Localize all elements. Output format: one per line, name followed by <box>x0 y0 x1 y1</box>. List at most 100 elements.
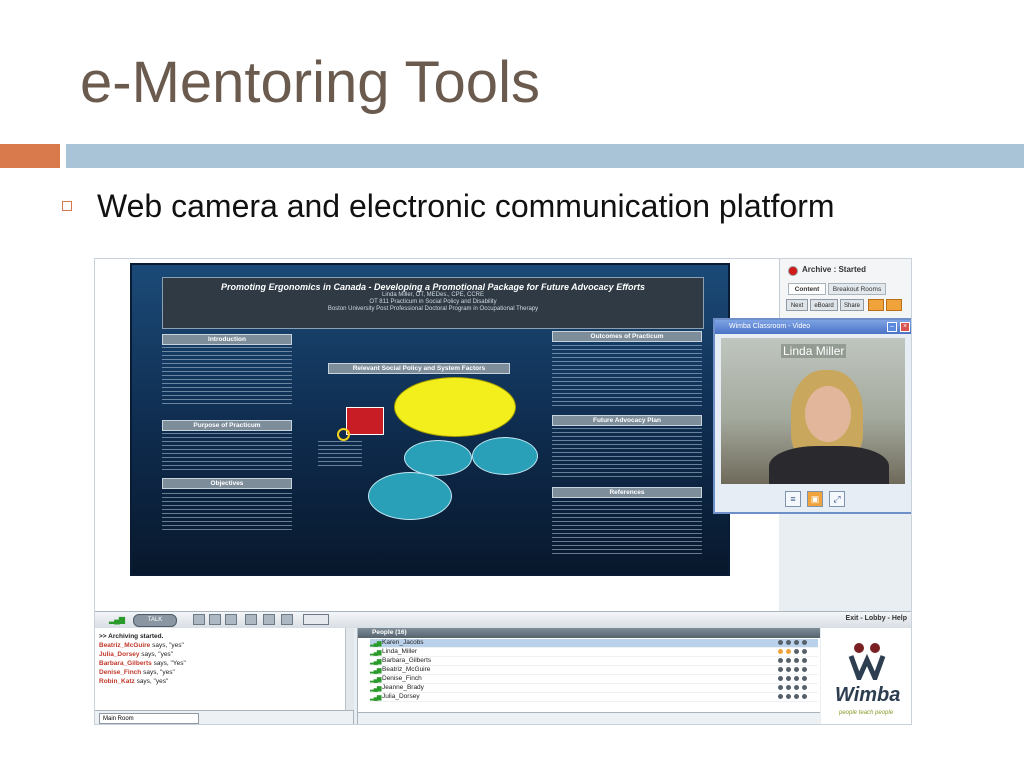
poster-heading-future: Future Advocacy Plan <box>552 415 702 426</box>
poster-bubble-left <box>404 440 472 476</box>
close-icon[interactable]: × <box>900 322 910 332</box>
present-button[interactable] <box>868 299 884 311</box>
participant-status-icons <box>778 649 818 655</box>
video-window-title: Wimba Classroom - Video <box>729 323 811 330</box>
chat-message: Barbara_Gilberts says, "Yes" <box>99 660 186 667</box>
participant-row[interactable]: ▂▄▆ Jeanne_Brady <box>370 684 818 693</box>
chat-status: >> Archiving started. <box>99 633 164 640</box>
video-titlebar[interactable]: Wimba Classroom - Video <box>715 320 911 334</box>
tab-content[interactable]: Content <box>788 283 826 295</box>
bullet-text: Web camera and electronic communication … <box>97 188 835 224</box>
participant-status-icons <box>778 667 818 673</box>
poster-slide: Promoting Ergonomics in Canada - Develop… <box>130 263 730 576</box>
talk-button[interactable]: TALK <box>133 614 177 627</box>
participant-status-icons <box>778 694 818 700</box>
chat-scrollbar[interactable] <box>345 628 354 710</box>
presenter-face <box>805 386 851 442</box>
chat-messages: >> Archiving started. Beatriz_McGuire sa… <box>99 632 186 686</box>
participant-row[interactable]: ▂▄▆ Karen_Jacobs <box>370 639 818 648</box>
poster-references-text <box>552 501 702 555</box>
accent-bar-right <box>66 144 1024 168</box>
people-count: People (16) <box>372 629 407 636</box>
signal-icon: ▂▄▆ <box>370 650 382 656</box>
record-icon[interactable] <box>788 266 798 276</box>
people-toolbar <box>358 712 820 724</box>
chat-input-row: Main Room <box>95 710 353 724</box>
poster-course: OT 811 Practicum in Social Policy and Di… <box>369 299 497 305</box>
poster-author: Linda Miller, OT, MEDes., CPE, CCRE <box>381 292 485 298</box>
poster-banner: Promoting Ergonomics in Canada - Develop… <box>162 277 704 329</box>
tab-breakout-rooms[interactable]: Breakout Rooms <box>828 283 886 295</box>
poster-heading-purpose: Purpose of Practicum <box>162 420 292 431</box>
video-camera-icon[interactable] <box>245 614 257 625</box>
eboard-button[interactable]: eBoard <box>810 299 838 311</box>
room-select[interactable]: Main Room <box>99 713 199 724</box>
archive-status: Archive : Started <box>802 265 867 274</box>
participant-row[interactable]: ▂▄▆ Denise_Finch <box>370 675 818 684</box>
signal-icon: ▂▄▆ <box>370 659 382 665</box>
participant-status-icons <box>778 640 818 646</box>
list-icon[interactable]: ≡ <box>785 491 801 507</box>
poster-introduction-text <box>162 347 292 407</box>
video-window[interactable]: Wimba Classroom - Video – × Linda Miller… <box>713 318 911 514</box>
audio-level-icon: ▂▄▆ <box>109 615 125 624</box>
slide-title: e-Mentoring Tools <box>80 50 540 115</box>
poster-yellow-ring <box>337 428 350 441</box>
participant-row[interactable]: ▂▄▆ Barbara_Gilberts <box>370 657 818 666</box>
settings-icon[interactable] <box>281 614 293 625</box>
signal-icon: ▂▄▆ <box>370 677 382 683</box>
poster-heading-outcomes: Outcomes of Practicum <box>552 331 702 342</box>
poster-objectives-text <box>162 493 292 531</box>
poster-future-text <box>552 428 702 480</box>
signal-icon: ▂▄▆ <box>370 668 382 674</box>
people-panel: People (16) ▂▄▆ Karen_Jacobs ▂▄▆ Linda_M… <box>357 628 820 724</box>
participant-row[interactable]: ▂▄▆ Beatriz_McGuire <box>370 666 818 675</box>
bullet-square-icon <box>62 201 72 211</box>
poster-outcomes-text <box>552 345 702 409</box>
webcam-video: Linda Miller <box>721 338 905 484</box>
presenter-body <box>769 446 889 484</box>
wimba-logo: Wimba people teach people <box>821 628 911 724</box>
poster-heading-introduction: Introduction <box>162 334 292 345</box>
minimize-icon[interactable]: – <box>887 322 897 332</box>
poster-heading-policy: Relevant Social Policy and System Factor… <box>328 363 510 374</box>
chat-panel: >> Archiving started. Beatriz_McGuire sa… <box>95 628 354 724</box>
fullscreen-icon[interactable]: ⤢ <box>829 491 845 507</box>
signal-icon: ▂▄▆ <box>370 641 382 647</box>
signal-icon: ▂▄▆ <box>370 686 382 692</box>
wimba-classroom-screenshot: Promoting Ergonomics in Canada - Develop… <box>94 258 912 725</box>
highlight-button[interactable] <box>886 299 902 311</box>
poster-bubble-right <box>472 437 538 475</box>
chat-message: Beatriz_McGuire says, "yes" <box>99 642 184 649</box>
archive-toolbar: Archive : Started Content Breakout Rooms… <box>779 259 911 319</box>
chat-message: Robin_Katz says, "yes" <box>99 678 169 685</box>
whiteboard-icon[interactable] <box>225 614 237 625</box>
wimba-tagline: people teach people <box>839 710 894 716</box>
hand-raise-icon[interactable] <box>193 614 205 625</box>
poster-bubble-bottom <box>368 472 452 520</box>
next-button[interactable]: Next <box>786 299 808 311</box>
poster-cloud-diagram <box>394 377 516 437</box>
participant-row[interactable]: ▂▄▆ Julia_Dorsey <box>370 693 818 702</box>
wimba-wordmark: Wimba <box>835 684 901 706</box>
poster-red-box <box>346 407 384 435</box>
accent-bar-left <box>0 144 60 168</box>
sidebar-toggle[interactable] <box>303 614 329 625</box>
exit-lobby-help-nav[interactable]: Exit - Lobby - Help <box>845 615 907 622</box>
chat-message: Denise_Finch says, "yes" <box>99 669 175 676</box>
text-chat-icon[interactable] <box>209 614 221 625</box>
phone-icon[interactable] <box>263 614 275 625</box>
poster-heading-objectives: Objectives <box>162 478 292 489</box>
participant-status-icons <box>778 685 818 691</box>
share-button[interactable]: Share <box>840 299 864 311</box>
poster-program: Boston University Post Professional Doct… <box>327 306 539 312</box>
poster-heading-references: References <box>552 487 702 498</box>
presenter-name-label: Linda Miller <box>781 344 847 358</box>
signal-icon: ▂▄▆ <box>370 695 382 701</box>
participant-row[interactable]: ▂▄▆ Linda_Miller <box>370 648 818 657</box>
poster-side-note <box>318 441 362 467</box>
wimba-people-icon <box>848 643 886 680</box>
media-toolbar: ▂▄▆ TALK Exit - Lobby - Help <box>95 611 911 628</box>
participant-status-icons <box>778 676 818 682</box>
snapshot-icon[interactable]: ▣ <box>807 491 823 507</box>
